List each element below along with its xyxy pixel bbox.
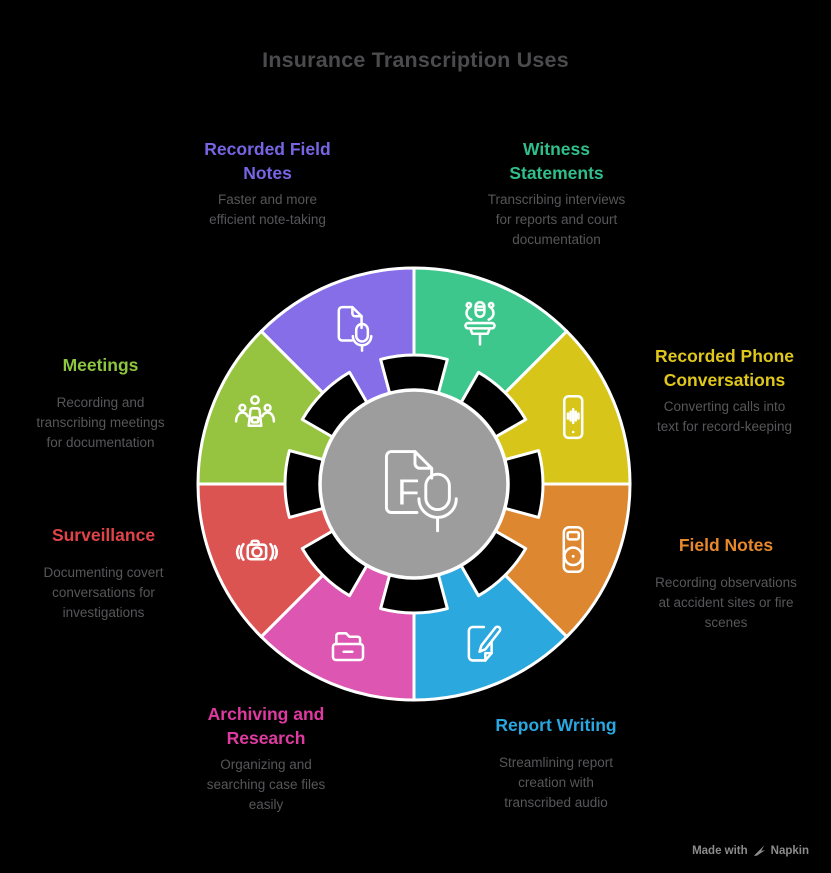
document-mic-icon bbox=[317, 294, 379, 356]
page-title: Insurance Transcription Uses bbox=[262, 48, 569, 72]
segment-description: Recording observations at accident sites… bbox=[655, 575, 797, 630]
document-pen-icon bbox=[449, 612, 511, 674]
segment-description: Documenting covert conversations for inv… bbox=[43, 565, 164, 620]
made-with-napkin-badge: Made with Napkin bbox=[692, 844, 809, 857]
phone-waveform-icon bbox=[542, 387, 604, 449]
segment-label-recorded-phone-conversations: Recorded Phone Conversations Converting … bbox=[622, 344, 827, 437]
wheel-segment-field-notes bbox=[491, 482, 632, 639]
wheel-segment-recorded-phone-conversations bbox=[491, 329, 632, 486]
wheel-segment-report-writing bbox=[412, 561, 569, 702]
center-letter: F bbox=[397, 472, 419, 513]
meeting-people-icon bbox=[224, 387, 286, 449]
segment-label-field-notes: Field Notes Recording observations at ac… bbox=[625, 533, 827, 633]
wheel-segment-surveillance bbox=[196, 482, 337, 639]
napkin-logo-icon bbox=[753, 844, 766, 857]
badge-brand: Napkin bbox=[770, 844, 809, 857]
segment-title: Surveillance bbox=[51, 525, 156, 545]
camera-surveillance-icon bbox=[224, 519, 286, 581]
segment-description: Streamlining report creation with transc… bbox=[498, 755, 614, 810]
segment-label-witness-statements: Witness Statements Transcribing intervie… bbox=[459, 137, 654, 250]
segment-title: Report Writing bbox=[495, 715, 617, 735]
segment-label-archiving-and-research: Archiving and Research Organizing and se… bbox=[171, 702, 361, 815]
segment-title: Field Notes bbox=[678, 535, 774, 555]
segment-description: Converting calls into text for record-ke… bbox=[656, 399, 793, 434]
wheel-segment-meetings bbox=[196, 329, 337, 486]
voice-recorder-icon bbox=[542, 519, 604, 581]
segment-description: Recording and transcribing meetings for … bbox=[36, 395, 165, 450]
segment-title: Archiving and Research bbox=[207, 704, 325, 748]
segment-title: Witness Statements bbox=[509, 139, 604, 183]
wheel-segment-archiving-and-research bbox=[259, 561, 416, 702]
segment-label-recorded-field-notes: Recorded Field Notes Faster and more eff… bbox=[170, 137, 365, 230]
document-mic-letter-icon: F bbox=[354, 426, 472, 544]
segment-label-report-writing: Report Writing Streamlining report creat… bbox=[461, 713, 651, 813]
segment-description: Faster and more efficient note-taking bbox=[209, 192, 326, 227]
center-hub-circle bbox=[318, 388, 510, 580]
archive-folder-icon bbox=[317, 612, 379, 674]
segment-title: Recorded Field Notes bbox=[204, 139, 331, 183]
segment-title: Meetings bbox=[62, 355, 139, 375]
segment-title: Recorded Phone Conversations bbox=[654, 346, 795, 390]
segment-label-surveillance: Surveillance Documenting covert conversa… bbox=[6, 523, 201, 623]
segment-description: Transcribing interviews for reports and … bbox=[487, 192, 626, 247]
segment-description: Organizing and searching case files easi… bbox=[206, 757, 326, 812]
badge-prefix: Made with bbox=[692, 844, 748, 857]
podium-mic-icon bbox=[449, 294, 511, 356]
wheel-segment-witness-statements bbox=[412, 266, 569, 407]
segment-label-meetings: Meetings Recording and transcribing meet… bbox=[3, 353, 198, 453]
